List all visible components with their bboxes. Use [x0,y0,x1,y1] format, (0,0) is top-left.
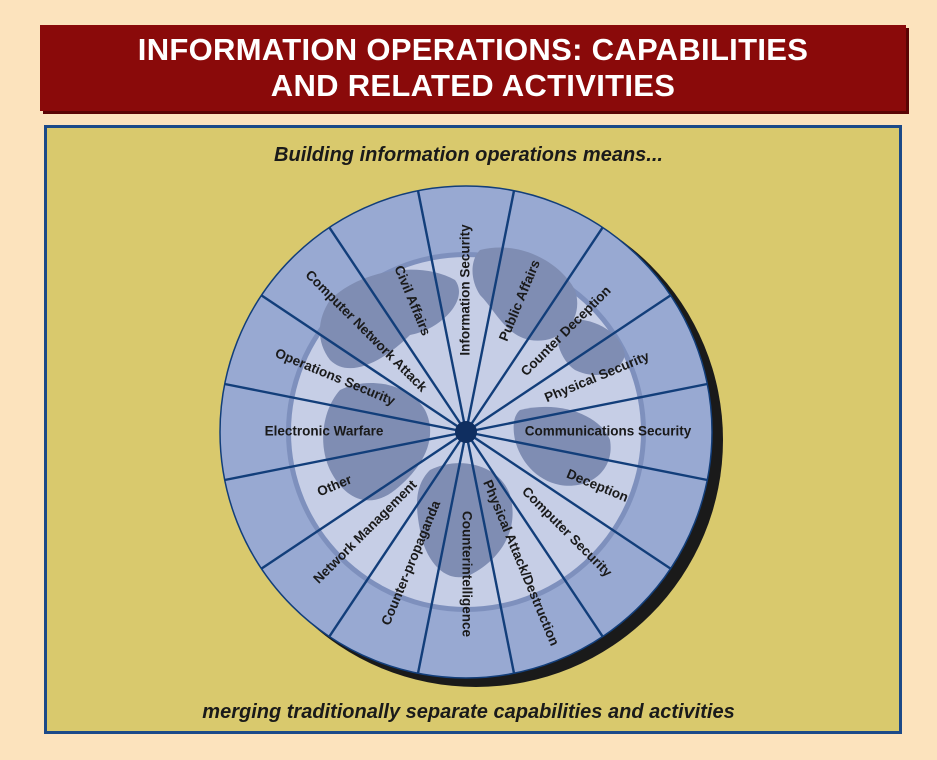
segment-label: Counterintelligence [459,511,474,638]
wheel-spoke [328,226,467,433]
wheel-spoke [465,431,604,638]
wheel-spoke [328,431,467,638]
segment-label: Electronic Warfare [265,424,384,439]
wheel-spoke [464,431,516,674]
wheel-hub [455,421,477,443]
caption-bottom: merging traditionally separate capabilit… [202,701,735,723]
wheel-spoke [464,190,516,433]
wheel-spoke [260,431,467,570]
title-line-2: AND RELATED ACTIVITIES [270,68,676,103]
wheel-spoke [465,431,672,570]
wheel-spoke [465,294,672,433]
wheel-spoke [416,431,468,674]
wheel-spoke [465,382,708,434]
wheel-spoke [416,190,468,433]
title-line-1: INFORMATION OPERATIONS: CAPABILITIES [137,32,809,67]
segment-label: Information Security [458,224,473,356]
segment-label: Communications Security [525,424,692,439]
wheel-spoke [465,430,708,482]
caption-top: Building information operations means... [274,144,663,166]
wheel-spoke [224,382,467,434]
wheel-spoke [224,430,467,482]
wheel-spoke [260,294,467,433]
title-banner: INFORMATION OPERATIONS: CAPABILITIES AND… [40,25,906,111]
wheel-spoke [465,226,604,433]
